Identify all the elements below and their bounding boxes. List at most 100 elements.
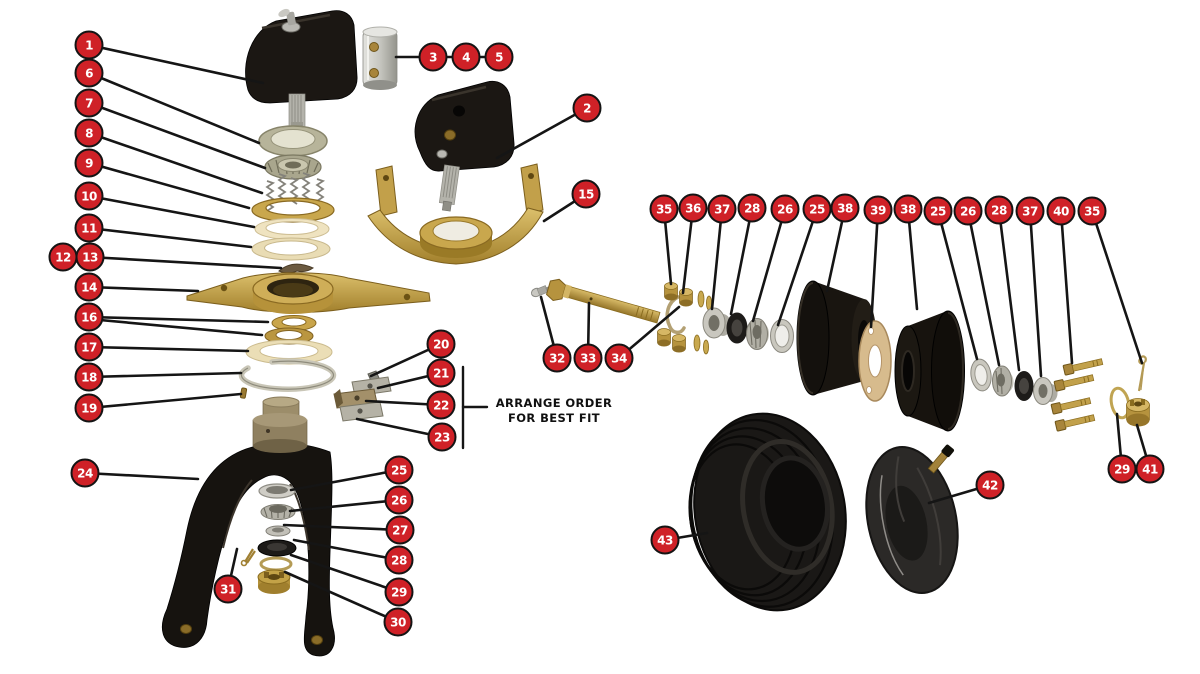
callout-12: 12	[48, 242, 78, 272]
callout-9: 9	[74, 148, 104, 178]
part-cotter-pin-31	[240, 548, 256, 567]
callout-5: 5	[484, 42, 514, 72]
part-zerk-fitting-32	[530, 285, 553, 298]
callout-19: 19	[74, 393, 104, 423]
part-hub-bolts-40	[1050, 358, 1104, 432]
part-tapered-bearing-7	[264, 154, 322, 180]
arrange-order-note: ARRANGE ORDER FOR BEST FIT	[489, 396, 619, 426]
callout-42: 42	[975, 470, 1005, 500]
part-pivot-cylinder-3-4-5	[362, 26, 398, 90]
part-shim-plates-20-23	[333, 370, 392, 422]
callout-7: 7	[74, 88, 104, 118]
callout-26-fork: 26	[384, 485, 414, 515]
part-steering-arm-15	[367, 163, 544, 265]
callout-4: 4	[451, 42, 481, 72]
callout-39: 39	[863, 195, 893, 225]
callout-40: 40	[1046, 196, 1076, 226]
part-fork-spindle	[252, 396, 308, 453]
part-castle-nut-30-fork	[257, 569, 291, 594]
callout-21: 21	[426, 358, 456, 388]
part-axle-bolt-33	[545, 278, 661, 324]
part-hub-half-38-right	[894, 310, 965, 432]
callout-43: 43	[650, 525, 680, 555]
callout-25-left: 25	[802, 194, 832, 224]
part-tapered-bearing-26-left	[746, 318, 769, 350]
part-detent-springs-8	[265, 172, 326, 212]
part-bearing-ring-25-right	[970, 358, 992, 392]
part-bearing-ring-25-fork	[258, 483, 296, 499]
callout-3: 3	[418, 42, 448, 72]
part-bearing-race-6	[258, 125, 328, 157]
part-bearing-ring-25-left	[770, 319, 794, 353]
part-grease-seal-28-right	[1014, 371, 1034, 401]
callout-37-left: 37	[707, 194, 737, 224]
callout-34: 34	[604, 343, 634, 373]
part-pin-19	[239, 387, 248, 399]
note-line-2: FOR BEST FIT	[507, 411, 601, 425]
note-line-1: ARRANGE ORDER	[495, 396, 613, 410]
callout-23: 23	[427, 422, 457, 452]
callout-27: 27	[385, 515, 415, 545]
leader-lines	[83, 43, 1152, 624]
callout-22: 22	[426, 390, 456, 420]
callout-10: 10	[74, 181, 104, 211]
callout-25-right: 25	[923, 196, 953, 226]
part-grease-seal-28-left	[726, 312, 748, 344]
part-shim-washer-10	[254, 218, 330, 240]
callout-17: 17	[74, 332, 104, 362]
part-gasket-39	[858, 320, 892, 402]
callout-15: 15	[571, 179, 601, 209]
part-steering-housing-top	[245, 8, 358, 136]
part-steering-arm-14	[186, 272, 431, 314]
callout-28-left: 28	[737, 193, 767, 223]
part-castle-nut-41	[1126, 398, 1150, 427]
note-bracket	[461, 365, 489, 450]
callout-26-right: 26	[953, 196, 983, 226]
callout-29-fork: 29	[384, 577, 414, 607]
callout-37-right: 37	[1015, 196, 1045, 226]
part-inner-tube-42	[865, 444, 959, 594]
callout-38-left: 38	[830, 193, 860, 223]
part-tapered-bearing-26-right	[992, 365, 1014, 397]
callout-35-right: 35	[1077, 196, 1107, 226]
callout-35-left: 35	[649, 194, 679, 224]
part-shim-washer-11	[251, 237, 331, 261]
callout-2: 2	[572, 93, 602, 123]
callout-16: 16	[74, 302, 104, 332]
callout-32: 32	[542, 343, 572, 373]
callout-18: 18	[74, 362, 104, 392]
callout-20: 20	[426, 329, 456, 359]
part-clip-13	[278, 263, 314, 274]
callout-25-fork: 25	[384, 455, 414, 485]
callout-28-fork: 28	[384, 545, 414, 575]
part-snap-ring-18	[238, 358, 337, 392]
callout-11: 11	[74, 213, 104, 243]
callout-1: 1	[74, 30, 104, 60]
part-tapered-bearing-26-fork	[260, 504, 296, 520]
part-washer-29-fork	[259, 556, 293, 572]
callout-41: 41	[1135, 454, 1165, 484]
part-flanged-bushing-37-left	[702, 307, 731, 339]
callout-36: 36	[678, 193, 708, 223]
callout-13: 13	[75, 242, 105, 272]
part-retainer-clip-34	[665, 295, 686, 335]
callout-24: 24	[70, 458, 100, 488]
callout-29-right: 29	[1107, 454, 1137, 484]
part-steering-housing-2	[414, 80, 515, 212]
part-shim-washer-17	[245, 339, 333, 365]
part-tire-43	[688, 412, 847, 612]
callout-26-left: 26	[770, 194, 800, 224]
callout-8: 8	[74, 118, 104, 148]
part-brass-nuts-washers-upper	[664, 282, 713, 311]
part-brass-nuts-washers-lower	[657, 328, 710, 355]
callout-28-right: 28	[984, 195, 1014, 225]
part-fork-24	[161, 442, 335, 657]
part-bushing-27-fork	[265, 525, 291, 537]
part-flanged-bushing-37-right	[1033, 377, 1058, 405]
part-grease-seal-28-fork	[257, 539, 297, 557]
callout-31: 31	[213, 574, 243, 604]
callout-14: 14	[74, 272, 104, 302]
callout-30: 30	[383, 607, 413, 637]
